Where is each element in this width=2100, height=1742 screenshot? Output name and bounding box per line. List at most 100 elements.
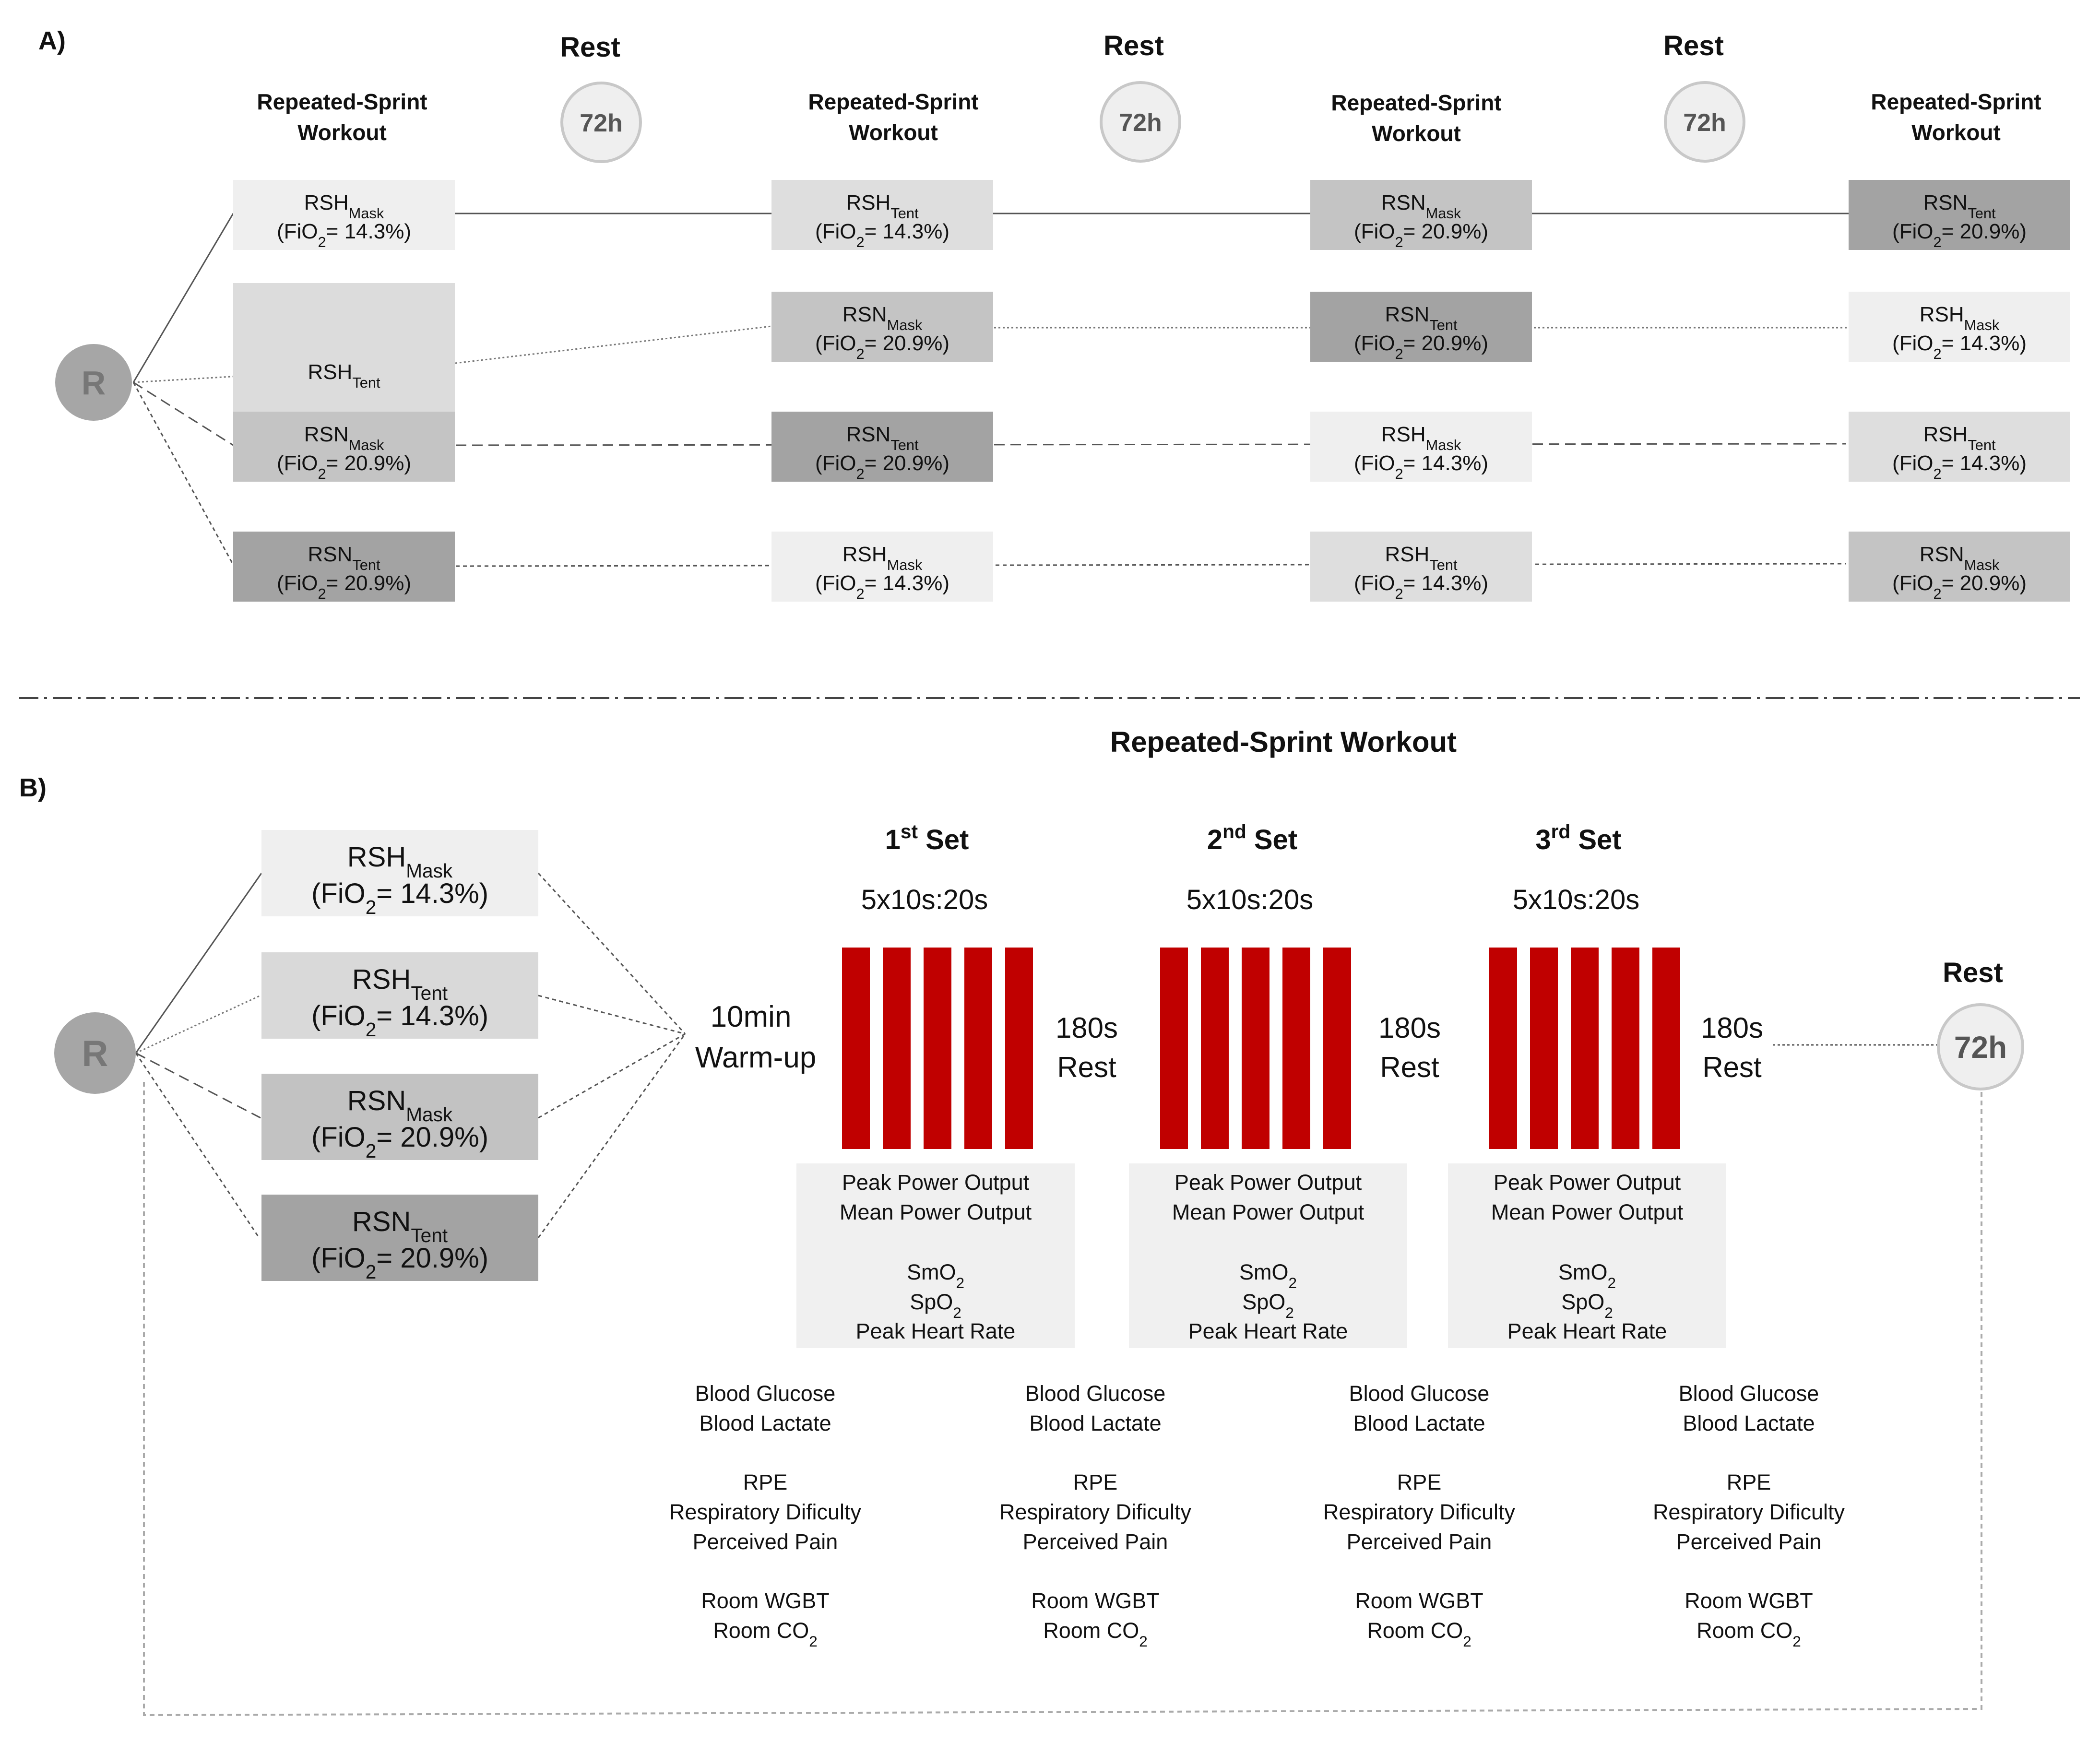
set-number: 3 bbox=[1535, 824, 1551, 855]
condition-box-bg bbox=[771, 180, 993, 250]
fio2-sub: 2 bbox=[1395, 465, 1403, 482]
fio2-prefix: (FiO bbox=[1354, 571, 1395, 595]
workout-header-line2: Workout bbox=[1911, 120, 2001, 145]
sprint-bar bbox=[1489, 948, 1517, 1149]
condition-sub: Mask bbox=[349, 205, 384, 222]
condition-sub: Mask bbox=[406, 1103, 453, 1126]
condition-base: RSH bbox=[846, 191, 890, 214]
condition-box-bg bbox=[1849, 532, 2070, 602]
fio2-prefix: (FiO bbox=[1892, 451, 1934, 475]
measure-respiratory-difficulty: Respiratory Dificulty bbox=[669, 1500, 862, 1524]
condition-name: RSHMask bbox=[347, 841, 453, 882]
condition-base: RSH bbox=[1385, 543, 1429, 566]
measure-rpe: RPE bbox=[1727, 1470, 1771, 1494]
condition-base: RSH bbox=[1381, 423, 1426, 446]
condition-box: RSHTent(FiO2= 14.3%) bbox=[1849, 412, 2070, 482]
condition-fio2: (FiO2= 14.3%) bbox=[815, 220, 949, 250]
set-ordinal: rd bbox=[1551, 820, 1571, 842]
measure-perceived-pain: Perceived Pain bbox=[1676, 1529, 1822, 1554]
fio2-value: = 14.3%) bbox=[1942, 332, 2027, 355]
fio2-value: = 20.9%) bbox=[865, 451, 949, 475]
condition-box: RSHMask(FiO2= 14.3%) bbox=[233, 180, 455, 250]
condition-box: RSNTent(FiO2= 20.9%) bbox=[771, 412, 993, 482]
condition-fio2: (FiO2= 14.3%) bbox=[1892, 451, 2027, 482]
condition-name: RSHTent bbox=[1385, 543, 1458, 573]
set-word: Set bbox=[1246, 824, 1297, 855]
fio2-value: = 14.3%) bbox=[1403, 451, 1488, 475]
fio2-prefix: (FiO bbox=[277, 571, 318, 595]
randomization-circle bbox=[55, 344, 132, 421]
fio2-prefix: (FiO bbox=[1892, 220, 1934, 243]
measure-smo2: SmO2 bbox=[1558, 1260, 1616, 1292]
measure-blood-glucose: Blood Glucose bbox=[1349, 1381, 1490, 1406]
condition-base: RSH bbox=[352, 964, 411, 995]
fio2-prefix: (FiO bbox=[311, 878, 366, 909]
fio2-prefix: (FiO bbox=[311, 1122, 366, 1153]
connector-line bbox=[133, 381, 234, 446]
panel-a-rest-1: Rest 72h bbox=[560, 32, 642, 163]
panel-a-label: A) bbox=[38, 26, 66, 55]
measure-rpe: RPE bbox=[1397, 1470, 1442, 1494]
measure-sub: 2 bbox=[1607, 1274, 1616, 1292]
sprint-bar bbox=[1530, 948, 1558, 1149]
condition-name: RSNTent bbox=[308, 543, 380, 573]
rest-label: Rest bbox=[560, 32, 620, 63]
rest-duration: 72h bbox=[1683, 109, 1726, 137]
condition-box: RSHTent(FiO2= 14.3%) bbox=[261, 952, 538, 1041]
condition-base: RSN bbox=[846, 423, 890, 446]
fio2-sub: 2 bbox=[1395, 585, 1403, 602]
measure-perceived-pain: Perceived Pain bbox=[1023, 1529, 1168, 1554]
condition-box: RSHTent bbox=[233, 283, 455, 412]
fio2-value: = 14.3%) bbox=[865, 571, 949, 595]
condition-base: RSH bbox=[308, 360, 352, 384]
condition-name: RSNTent bbox=[846, 423, 919, 453]
condition-name: RSHMask bbox=[1920, 303, 2000, 333]
sprint-bar bbox=[1323, 948, 1351, 1149]
rest-label: Rest bbox=[1663, 30, 1724, 61]
panel-b-title: Repeated-Sprint Workout bbox=[1110, 726, 1457, 758]
condition-sub: Tent bbox=[411, 982, 448, 1004]
measure-sub: 2 bbox=[1288, 1274, 1297, 1292]
between-rest-line2: Rest bbox=[1057, 1051, 1116, 1083]
panel-b: Repeated-Sprint Workout B) R RSHMask(FiO… bbox=[19, 726, 2024, 1717]
measure-base: SpO bbox=[1242, 1290, 1285, 1314]
condition-fio2: (FiO2= 20.9%) bbox=[1892, 571, 2027, 602]
condition-fio2: (FiO2= 14.3%) bbox=[1354, 571, 1488, 602]
condition-base: RSH bbox=[1920, 303, 1964, 326]
condition-sub: Tent bbox=[1429, 317, 1458, 333]
fio2-prefix: (FiO bbox=[1892, 332, 1934, 355]
measure-mean-power: Mean Power Output bbox=[1172, 1200, 1364, 1224]
measure-peak-power: Peak Power Output bbox=[1494, 1170, 1681, 1195]
condition-fio2: (FiO2= 20.9%) bbox=[815, 332, 949, 362]
sprint-bar bbox=[1160, 948, 1188, 1149]
condition-sub: Mask bbox=[1426, 205, 1461, 222]
connector-line bbox=[132, 213, 234, 383]
fio2-sub: 2 bbox=[856, 345, 865, 362]
fio2-sub: 2 bbox=[1395, 234, 1403, 250]
condition-base: RSN bbox=[1385, 303, 1429, 326]
randomization-label: R bbox=[82, 364, 106, 402]
fio2-prefix: (FiO bbox=[277, 451, 318, 475]
measure-respiratory-difficulty: Respiratory Dificulty bbox=[1323, 1500, 1516, 1524]
measure-smo2: SmO2 bbox=[907, 1260, 964, 1292]
measure-sub: 2 bbox=[1792, 1633, 1801, 1650]
fio2-prefix: (FiO bbox=[1354, 332, 1395, 355]
fio2-value: = 20.9%) bbox=[326, 451, 411, 475]
measure-peak-hr: Peak Heart Rate bbox=[856, 1319, 1016, 1343]
condition-fio2: (FiO2= 20.9%) bbox=[277, 451, 411, 482]
condition-sub: Mask bbox=[887, 557, 923, 573]
condition-base: RSH bbox=[304, 191, 349, 214]
condition-box-bg bbox=[261, 830, 538, 916]
condition-fio2: (FiO2= 14.3%) bbox=[311, 1000, 488, 1041]
condition-box-bg bbox=[771, 412, 993, 482]
sprint-bar bbox=[1005, 948, 1033, 1149]
condition-name: RSHTent bbox=[308, 360, 380, 391]
measure-blood-glucose: Blood Glucose bbox=[1025, 1381, 1166, 1406]
measure-spo2: SpO2 bbox=[1561, 1290, 1613, 1321]
measure-room-wgbt: Room WGBT bbox=[1355, 1588, 1483, 1613]
fio2-sub: 2 bbox=[856, 234, 865, 250]
final-rest-circle bbox=[1937, 1003, 2024, 1090]
